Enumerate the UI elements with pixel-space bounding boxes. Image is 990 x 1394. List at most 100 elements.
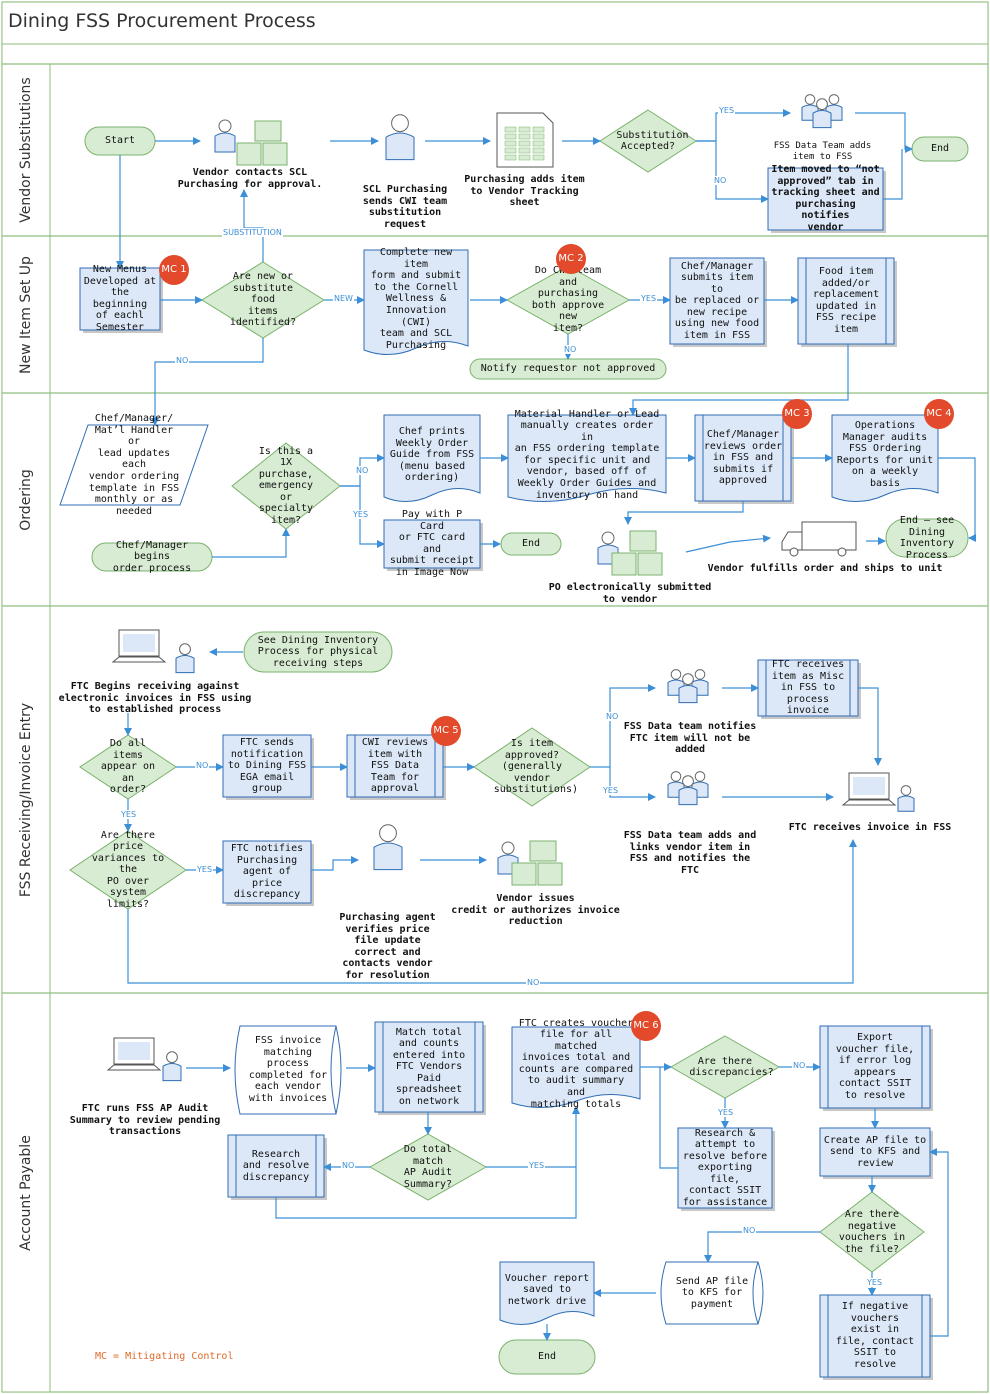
label-ap_match: FSS invoice matching process completed f… — [248, 1035, 328, 1104]
label-ap_research1: Research and resolve discrepancy — [242, 1148, 310, 1183]
label-ap_end: End — [537, 1351, 557, 1362]
label-ap_dec1: Do total match AP Audit Summary? — [403, 1144, 453, 1190]
process-box — [797, 257, 895, 345]
flow-arrow — [938, 457, 976, 542]
label-ni_food: Food item added/or replacement updated i… — [812, 266, 880, 335]
label-rc_inv: FTC receives invoice in FSS — [788, 822, 952, 833]
person-icon — [897, 795, 915, 812]
flow-arrow — [855, 112, 913, 153]
page-title: Dining FSS Procurement Process — [8, 10, 316, 32]
lane-label: Account Payable — [18, 1134, 34, 1251]
spreadsheet-icon — [532, 126, 545, 133]
mitigating-control-badge: MC 5 — [431, 716, 461, 746]
boxes-icon — [537, 862, 563, 886]
spreadsheet-icon — [532, 147, 545, 154]
lane-label: FSS Receiving/Invoice Entry — [18, 702, 34, 897]
edge-label-yes: YES — [718, 106, 736, 115]
boxes-icon — [262, 142, 288, 166]
process-box — [767, 167, 884, 231]
flow-arrow — [704, 1231, 820, 1263]
boxes-icon — [236, 142, 262, 166]
edge-label-substitution: SUBSTITUTION — [222, 228, 283, 237]
edge-label-yes: YES — [528, 1161, 546, 1170]
edge-label-no: NO — [355, 466, 370, 475]
label-ap_voucher: FTC creates voucher file for all matched… — [518, 1017, 634, 1110]
label-vs_end: End — [930, 143, 950, 154]
label-ni_dec2: Do CWI team and purchasing both approve … — [531, 265, 605, 334]
spreadsheet-icon — [504, 126, 517, 133]
edge-label-no: NO — [341, 1161, 356, 1170]
flow-arrow — [127, 839, 857, 984]
edge-label-yes: YES — [640, 294, 658, 303]
label-rc_notifies: FSS Data team notifies FTC item will not… — [623, 721, 757, 756]
laptop-icon — [111, 656, 167, 663]
laptop-icon — [853, 777, 885, 795]
label-vs_moved: Item moved to “not approved” tab in trac… — [771, 164, 880, 233]
label-or_begins: Chef/Manager begins order process — [112, 539, 192, 574]
label-or_end2: End – see Dining Inventory Process — [899, 515, 955, 561]
laptop-icon — [118, 1042, 150, 1060]
label-ni_chef: Chef/Manager submits item to be replaced… — [674, 260, 760, 342]
process-box — [222, 734, 312, 798]
label-or_end1: End — [521, 538, 541, 549]
boxes-icon — [529, 840, 557, 862]
stored-data-edge — [752, 1261, 759, 1325]
terminal — [243, 631, 393, 673]
flow-arrow — [590, 684, 656, 768]
label-or_po: PO electronically submitted to vendor — [548, 582, 712, 605]
label-ni_menus: New Menus Developed at the beginning of … — [83, 264, 157, 333]
document-shape — [831, 414, 939, 502]
label-or_ops: Operations Manager audits FSS Ordering R… — [836, 420, 934, 489]
label-ni_notify: Notify requestor not approved — [480, 363, 656, 374]
person-icon — [601, 531, 615, 545]
process-box — [227, 1134, 325, 1198]
edge-label-yes: YES — [717, 1108, 735, 1117]
label-rc_credit: Vendor issues credit or authorizes invoi… — [451, 893, 620, 928]
person-icon — [179, 643, 191, 656]
lane-label: New Item Set Up — [18, 255, 34, 374]
label-or_chef: Chef/Manager/ Mat’l Handler or lead upda… — [88, 413, 180, 517]
person-icon — [900, 785, 912, 796]
title-bar — [1, 1, 989, 45]
edge-label-yes: YES — [866, 1278, 884, 1287]
label-ni_dec1: Are new or substitute food items identif… — [229, 271, 297, 329]
lane-label: Vendor Substitutions — [18, 77, 34, 223]
truck-icon — [781, 531, 803, 551]
label-ap_dec2: Are there discrepancies? — [689, 1055, 774, 1079]
data-parallelogram — [59, 424, 209, 506]
process-box — [222, 840, 312, 904]
spreadsheet-icon — [518, 126, 531, 133]
label-or_material: Material Handler or Lead manually create… — [514, 408, 660, 501]
decision-diamond — [599, 109, 697, 173]
team-icon — [812, 110, 832, 129]
label-ap_totals: Match total and counts entered into FTC … — [392, 1026, 466, 1108]
mitigating-control-badge: MC 6 — [631, 1011, 661, 1041]
label-vs_start: Start — [104, 135, 136, 146]
truck-icon — [801, 521, 857, 551]
team-icon — [804, 94, 816, 105]
truck-icon — [837, 547, 847, 557]
boxes-icon — [511, 862, 537, 886]
lane-label: Ordering — [18, 468, 34, 531]
laptop-icon — [106, 1064, 162, 1071]
person-icon — [373, 842, 403, 871]
boxes-icon — [629, 530, 657, 552]
team-icon — [678, 787, 698, 806]
edge-label-no: NO — [526, 978, 541, 987]
label-ap_run: FTC runs FSS AP Audit Summary to review … — [69, 1103, 221, 1138]
label-rc_dec1: Do all items appear on an order? — [100, 738, 156, 796]
label-ap_create: Create AP file to send to KFS and review — [823, 1134, 927, 1169]
process-box — [694, 414, 792, 502]
person-icon — [166, 1051, 178, 1064]
person-icon — [501, 841, 515, 855]
label-vs_purch: Purchasing adds item to Vendor Tracking … — [464, 174, 585, 209]
label-or_pay: Pay with P Card or FTC card and submit r… — [389, 509, 475, 578]
person-icon — [175, 655, 195, 674]
lane-header — [1, 235, 51, 394]
process-box — [79, 267, 161, 331]
lane-header — [1, 992, 51, 1393]
label-ap_dec3: Are there negative vouchers in the file? — [838, 1209, 906, 1255]
process-box — [819, 1294, 931, 1378]
process-box — [677, 1127, 773, 1209]
